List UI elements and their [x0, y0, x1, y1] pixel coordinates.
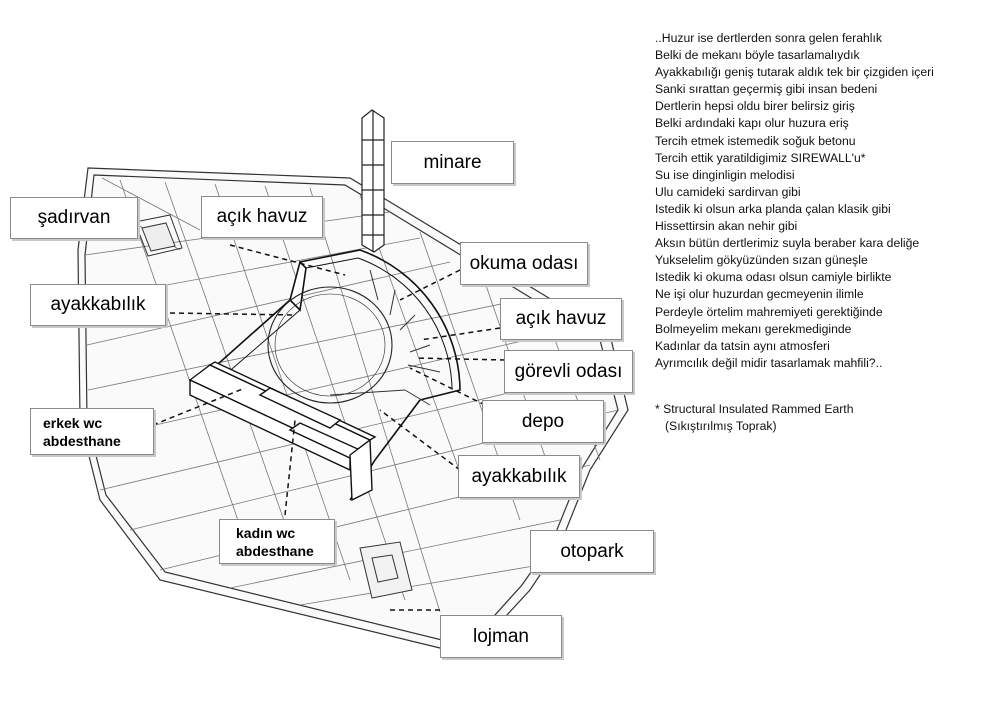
- poem-line: Su ise dinginligin melodisi: [655, 167, 795, 182]
- label-acik-havuz-1: açık havuz: [201, 196, 323, 238]
- poem-line: Ayakkabılığı geniş tutarak aldık tek bir…: [655, 65, 934, 80]
- label-acik-havuz-2: açık havuz: [500, 298, 622, 340]
- label-ayakkabilik-1: ayakkabılık: [30, 284, 166, 326]
- poem-line: Kadınlar da tatsin aynı atmosferi: [655, 338, 830, 353]
- label-otopark: otopark: [530, 530, 654, 573]
- footnote: * Structural Insulated Rammed Earth (Sık…: [655, 401, 995, 435]
- label-okuma-odasi: okuma odası: [460, 242, 588, 285]
- poem-line: Tercih etmek istemedik soğuk betonu: [655, 133, 856, 148]
- label-gorevli-odasi: görevli odası: [504, 350, 633, 393]
- label-kadin-wc-line2: abdesthane: [236, 542, 314, 559]
- poem-line: Istedik ki okuma odası olsun camiyle bir…: [655, 270, 892, 285]
- poem-line: Istedik ki olsun arka planda çalan klasi…: [655, 201, 891, 216]
- site-grid: [84, 177, 619, 613]
- label-ayakkabilik-2: ayakkabılık: [458, 455, 580, 498]
- poem-line: Tercih ettik yaratildigimiz SIREWALL'u*: [655, 150, 866, 165]
- poem-line: Ne işi olur huzurdan gecmeyenin ilimle: [655, 287, 864, 302]
- label-lojman: lojman: [440, 615, 562, 658]
- poem-line: Aksın bütün dertlerimiz suyla beraber ka…: [655, 236, 920, 251]
- label-kadin-wc-line1: kadın wc: [236, 524, 296, 541]
- footnote-line1: * Structural Insulated Rammed Earth: [655, 402, 854, 416]
- sadirvan-structure: [134, 214, 183, 257]
- footnote-line2: (Sıkıştırılmış Toprak): [665, 419, 777, 433]
- poem-line: Sanki sırattan geçermiş gibi insan beden…: [655, 82, 878, 97]
- leader-lines: [152, 244, 506, 611]
- poem-line: Belki ardındaki kapı olur huzura eriş: [655, 116, 849, 131]
- interior-partitions: [329, 269, 441, 406]
- minaret-structure: [361, 109, 385, 253]
- label-erkek-wc-line2: abdesthane: [43, 432, 121, 449]
- label-depo: depo: [482, 400, 604, 443]
- poem-line: Belki de mekanı böyle tasarlamalıydık: [655, 48, 860, 63]
- label-sadirvan: şadırvan: [10, 197, 138, 239]
- lojman-structure: [359, 541, 413, 599]
- poem-line: Ayrımcılık değil midir tasarlamak mahfil…: [655, 355, 883, 370]
- label-minare: minare: [391, 141, 514, 184]
- prayer-hall-circle: [267, 286, 393, 404]
- label-kadin-wc: kadın wc abdesthane: [219, 519, 335, 564]
- ablution-walls: [188, 361, 377, 502]
- poem-text: ..Huzur ise dertlerden sonra gelen ferah…: [655, 30, 995, 372]
- label-erkek-wc-line1: erkek wc: [43, 414, 103, 431]
- poem-line: Bolmeyelim mekanı gerekmediginde: [655, 321, 852, 336]
- mosque-building: [199, 249, 461, 501]
- poem-line: Perdeyle örtelim mahremiyeti gerektiğind…: [655, 304, 883, 319]
- poem-line: Dertlerin hepsi oldu birer belirsiz giri…: [655, 99, 855, 114]
- label-erkek-wc: erkek wc abdesthane: [30, 408, 154, 455]
- poem-line: ..Huzur ise dertlerden sonra gelen ferah…: [655, 31, 882, 45]
- poem-line: Ulu camideki sardirvan gibi: [655, 184, 801, 199]
- poem-line: Yukselelim gökyüzünden sızan güneşle: [655, 253, 868, 268]
- poem-line: Hissettirsin akan nehir gibi: [655, 219, 798, 234]
